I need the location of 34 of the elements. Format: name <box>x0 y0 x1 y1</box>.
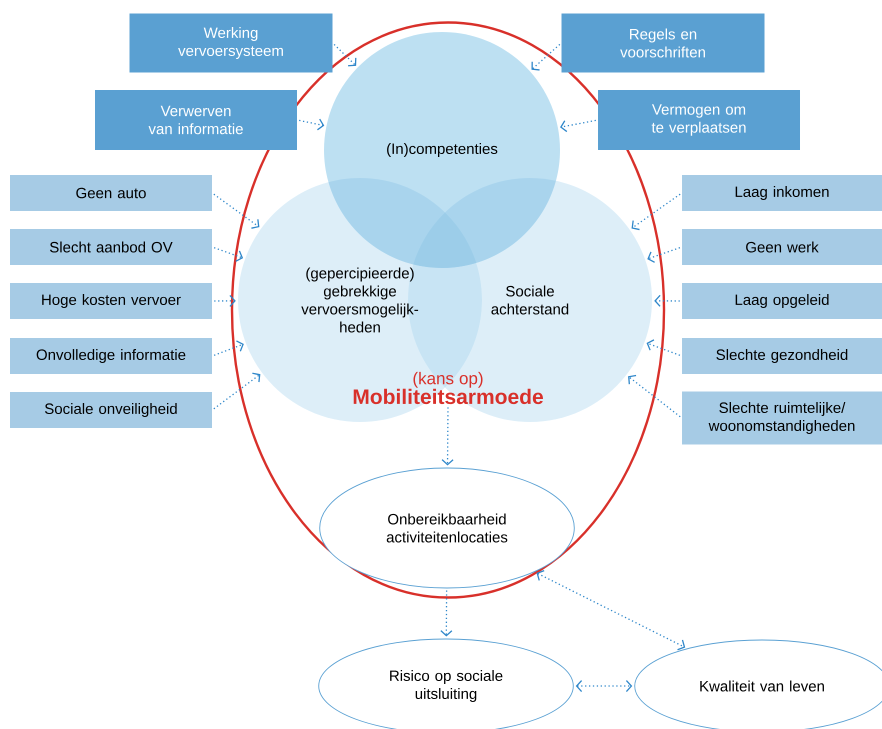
label-box: Vermogen om te verplaatsen <box>598 90 800 150</box>
arrow <box>299 118 324 130</box>
arrow <box>560 120 596 132</box>
arrow <box>628 374 681 418</box>
arrow <box>214 247 244 262</box>
arrow <box>632 194 681 230</box>
arrow <box>334 44 356 66</box>
arrow <box>531 44 560 71</box>
label-box: Slecht aanbod OV <box>10 229 212 265</box>
label-box: Hoge kosten vervoer <box>10 283 212 319</box>
arrow <box>214 340 244 356</box>
label-box: Sociale onveiligheid <box>10 392 212 428</box>
label-box: Verwerven van informatie <box>95 90 297 150</box>
label-box: Slechte ruimtelijke/ woonomstandigheden <box>682 392 882 444</box>
arrow <box>213 372 260 410</box>
arrow <box>214 294 236 307</box>
arrow <box>576 680 632 692</box>
label-box: Laag opgeleid <box>682 283 882 319</box>
arrow <box>654 294 680 307</box>
label-box: Onvolledige informatie <box>10 338 212 374</box>
heading-text: (kans op) Mobiliteitsarmoede <box>354 372 543 404</box>
arrow <box>442 407 454 466</box>
label-box: Laag inkomen <box>682 175 882 211</box>
arrow <box>213 194 260 229</box>
label-box: Werking vervoersysteem <box>130 14 332 72</box>
arrow <box>440 590 452 637</box>
label-box: Geen auto <box>10 175 212 211</box>
arrow <box>647 247 680 263</box>
label-box: Geen werk <box>682 229 882 265</box>
label-box: Slechte gezondheid <box>682 338 882 374</box>
label-box: Regels en voorschriften <box>562 14 764 72</box>
node-label: (gepercipieerde) gebrekkige vervoersmogelijk-heden <box>301 268 418 333</box>
arrow <box>536 570 686 650</box>
arrow <box>646 339 680 356</box>
